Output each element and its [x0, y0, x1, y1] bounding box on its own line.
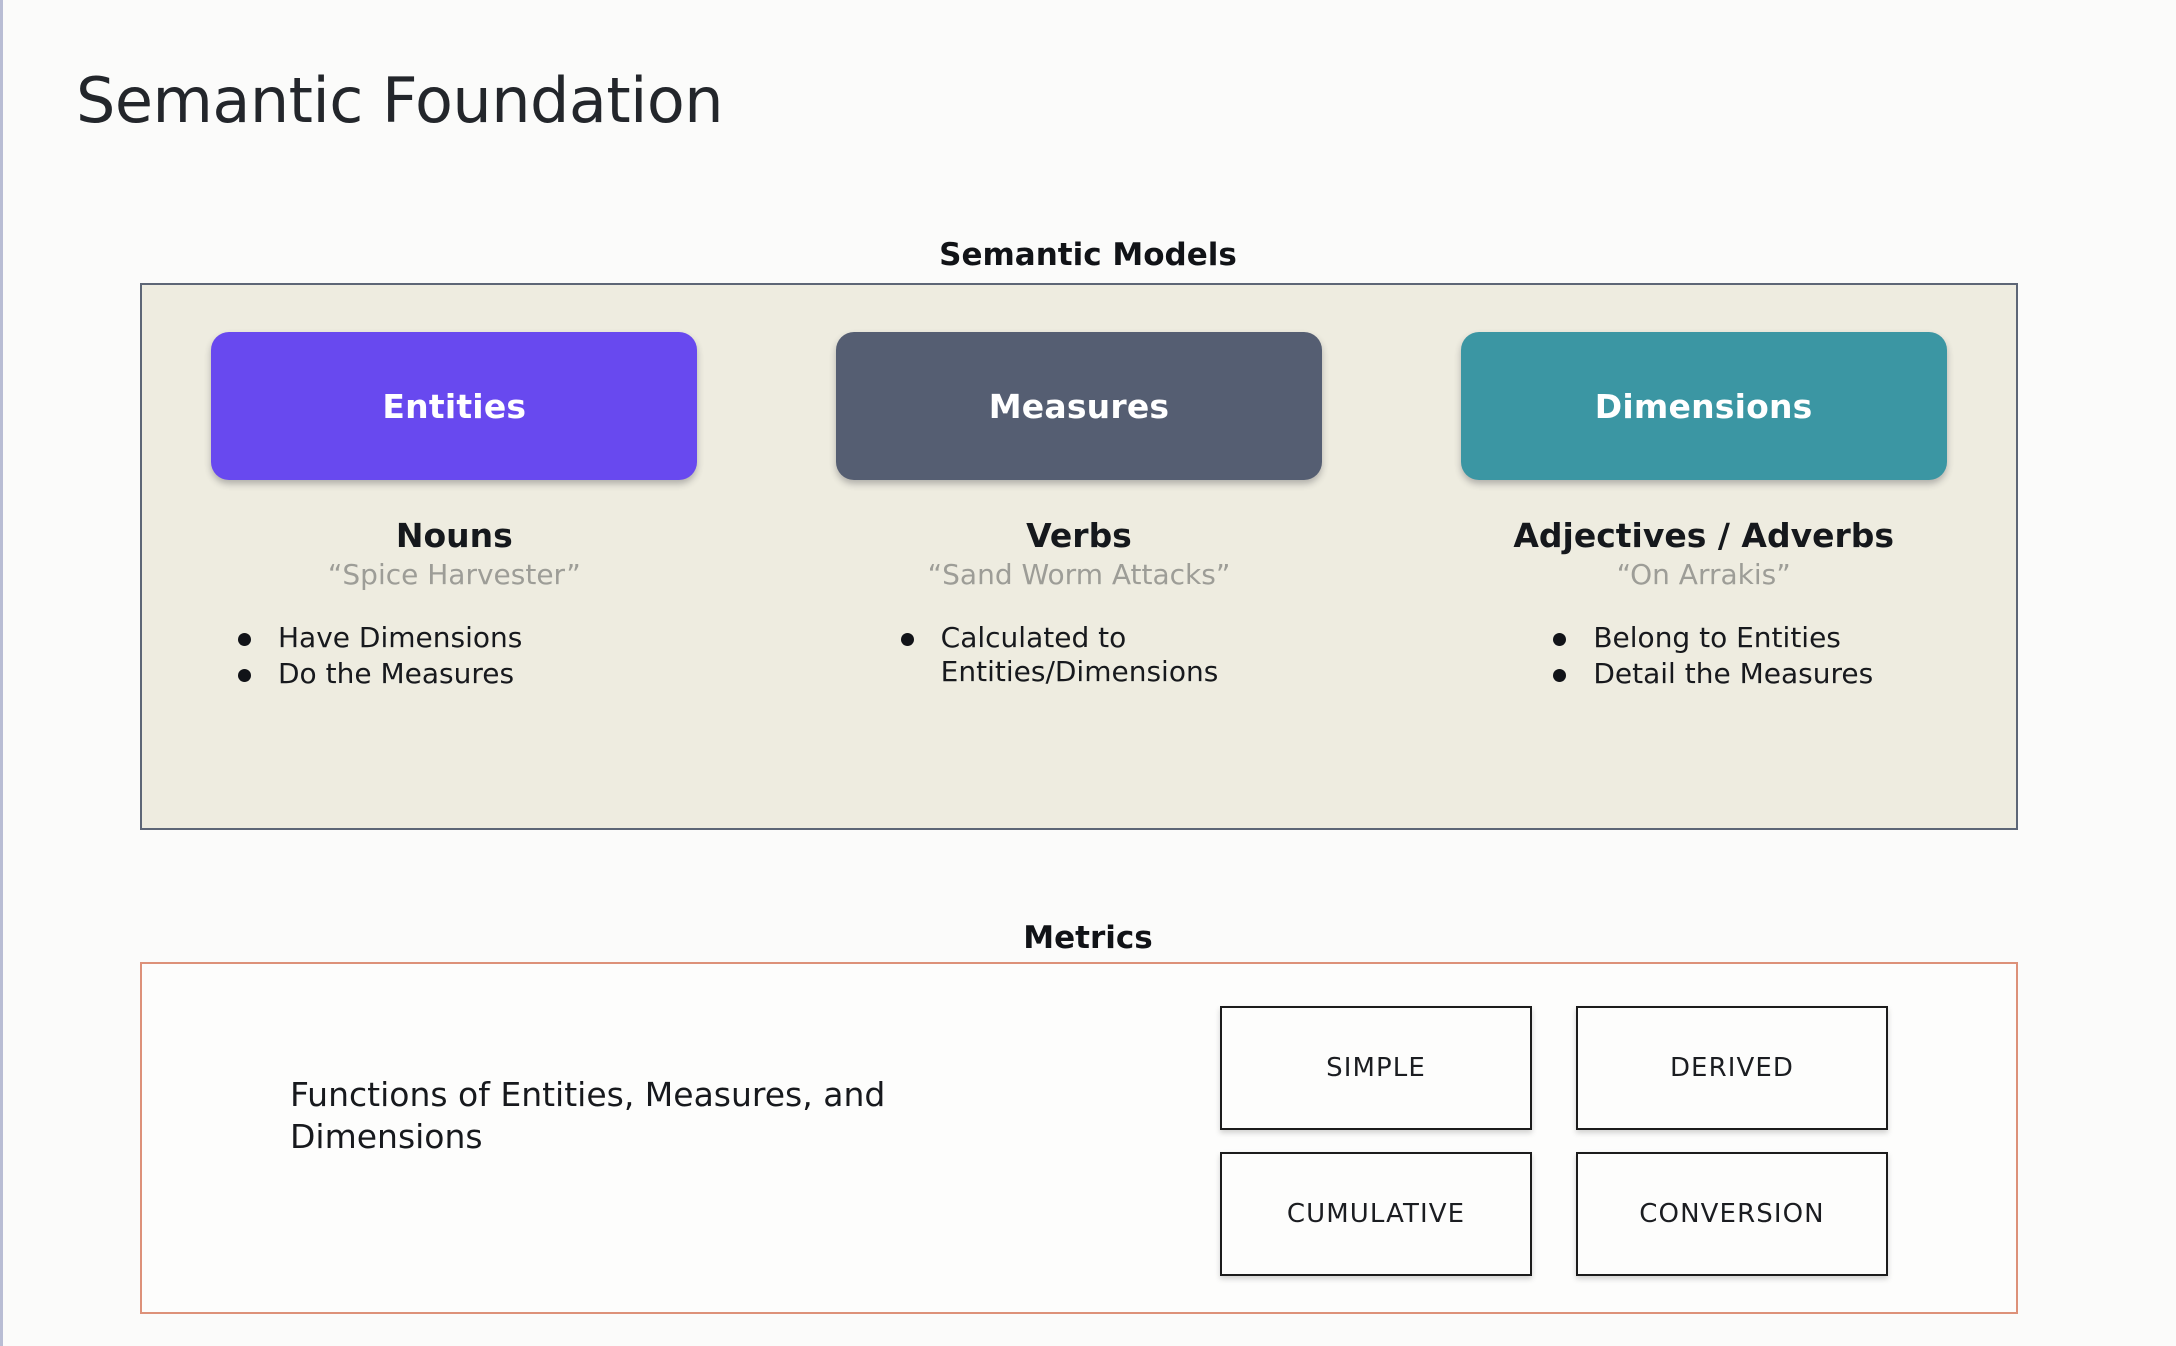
- measures-example: “Sand Worm Attacks”: [927, 558, 1231, 592]
- list-item: Belong to Entities: [1519, 621, 2016, 655]
- semantic-column-measures: Measures Verbs “Sand Worm Attacks” Calcu…: [767, 285, 1392, 828]
- list-item: Detail the Measures: [1519, 657, 2016, 691]
- metrics-description: Functions of Entities, Measures, and Dim…: [290, 1075, 886, 1157]
- dimensions-example: “On Arrakis”: [1616, 558, 1791, 592]
- dimensions-bullet-list: Belong to Entities Detail the Measures: [1391, 621, 2016, 693]
- list-item: Do the Measures: [204, 657, 767, 691]
- entities-part-of-speech: Nouns: [395, 516, 513, 555]
- left-edge-rule: [0, 0, 3, 1346]
- measures-bullet-list: Calculated to Entities/Dimensions: [767, 621, 1392, 691]
- page-title: Semantic Foundation: [76, 64, 724, 137]
- measures-part-of-speech: Verbs: [1026, 516, 1132, 555]
- list-item: Have Dimensions: [204, 621, 767, 655]
- semantic-models-header: Semantic Models: [939, 237, 1237, 273]
- semantic-models-panel: Entities Nouns “Spice Harvester” Have Di…: [140, 283, 2018, 830]
- list-item: Calculated to Entities/Dimensions: [867, 621, 1392, 689]
- metrics-panel: Functions of Entities, Measures, and Dim…: [140, 962, 2018, 1314]
- metrics-header: Metrics: [1023, 920, 1153, 956]
- metric-type-conversion[interactable]: CONVERSION: [1576, 1152, 1888, 1276]
- dimensions-pill[interactable]: Dimensions: [1460, 332, 1947, 480]
- metric-type-simple[interactable]: SIMPLE: [1220, 1006, 1532, 1130]
- measures-pill[interactable]: Measures: [836, 332, 1322, 480]
- entities-bullet-list: Have Dimensions Do the Measures: [142, 621, 767, 693]
- metric-type-derived[interactable]: DERIVED: [1576, 1006, 1888, 1130]
- entities-pill[interactable]: Entities: [211, 332, 698, 480]
- entities-example: “Spice Harvester”: [327, 558, 581, 592]
- dimensions-part-of-speech: Adjectives / Adverbs: [1513, 516, 1895, 555]
- semantic-column-dimensions: Dimensions Adjectives / Adverbs “On Arra…: [1391, 285, 2016, 828]
- metric-type-grid: SIMPLE DERIVED CUMULATIVE CONVERSION: [1220, 1006, 1900, 1276]
- metric-type-cumulative[interactable]: CUMULATIVE: [1220, 1152, 1532, 1276]
- semantic-models-columns: Entities Nouns “Spice Harvester” Have Di…: [142, 285, 2016, 828]
- semantic-column-entities: Entities Nouns “Spice Harvester” Have Di…: [142, 285, 767, 828]
